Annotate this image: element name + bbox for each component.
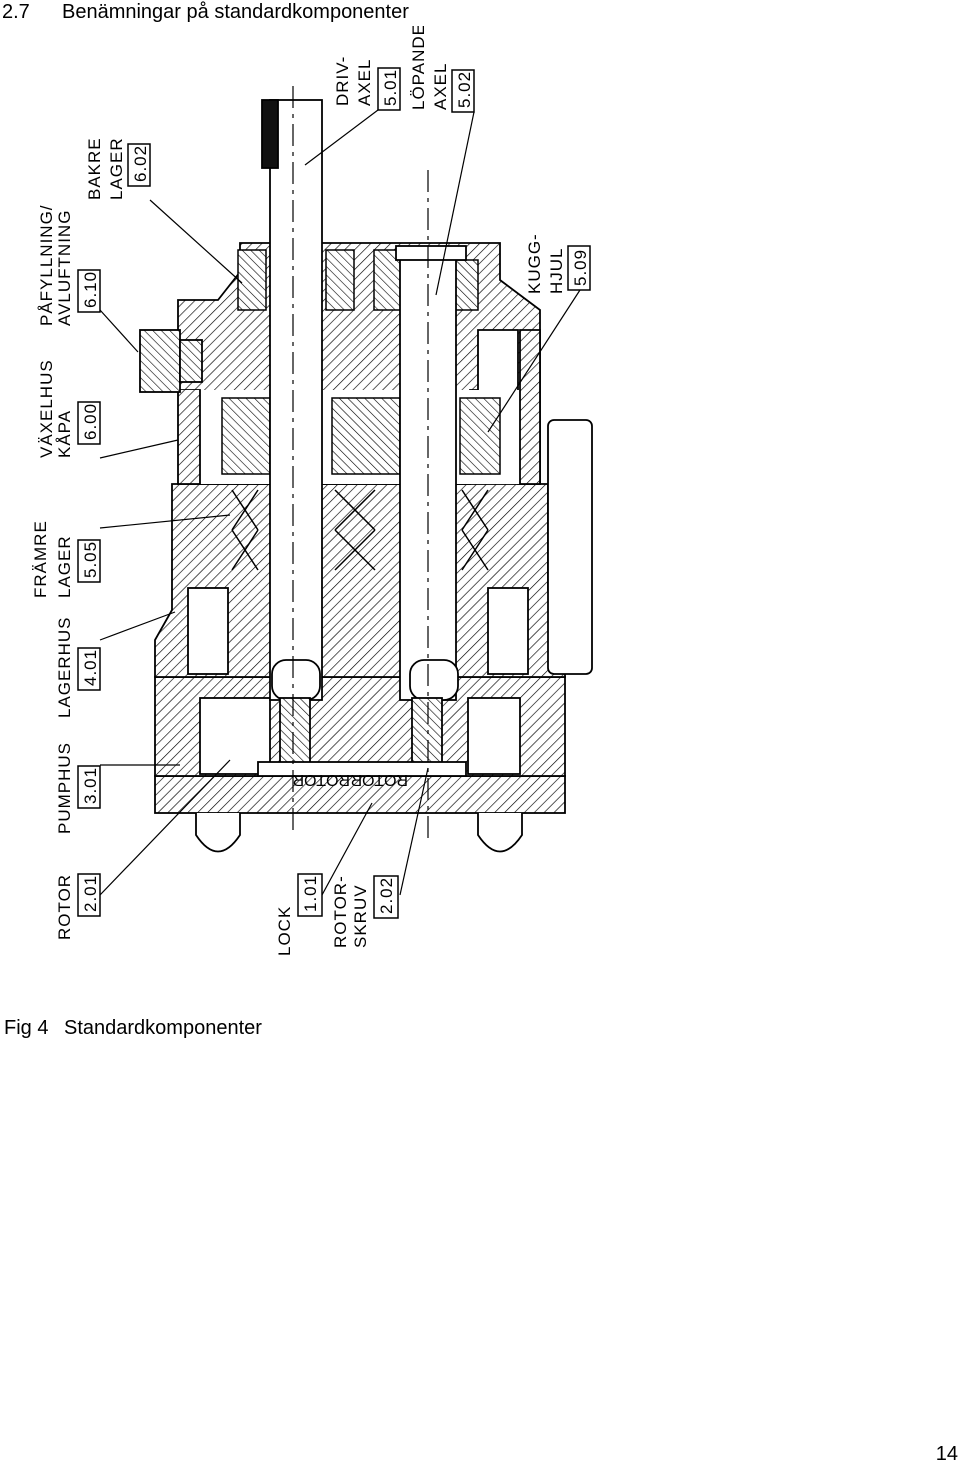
figure-number: Fig 4 xyxy=(4,1017,49,1039)
code-vaxelhus: 6.00 xyxy=(81,403,100,440)
rotor-engraving-right: ROTOR xyxy=(351,771,408,788)
label-kapa: KÅPA xyxy=(55,410,74,458)
code-kugghjul: 5.09 xyxy=(571,249,590,286)
label-rotor: ROTOR xyxy=(55,874,74,940)
figure-caption-text: Standardkomponenter xyxy=(64,1017,262,1039)
code-pafyllning: 6.10 xyxy=(81,271,100,308)
code-lopande-axel: 5.02 xyxy=(455,71,474,108)
code-lock: 1.01 xyxy=(301,875,320,912)
label-pumphus: PUMPHUS xyxy=(55,742,74,834)
label-lock: LOCK xyxy=(275,906,294,956)
section-title: Benämningar på standardkomponenter xyxy=(62,1,409,23)
label-rotor-dash: ROTOR- xyxy=(331,875,350,948)
label-skruv: SKRUV xyxy=(351,884,370,948)
code-pumphus: 3.01 xyxy=(81,767,100,804)
label-avluftning: AVLUFTNING xyxy=(55,210,74,326)
drive-shaft xyxy=(269,99,323,701)
label-driv: DRIV- xyxy=(333,56,352,106)
label-bakre: BAKRE xyxy=(85,137,104,200)
label-vaxelhus: VÄXELHUS xyxy=(37,359,56,458)
label-framre-lager: LAGER xyxy=(55,535,74,598)
rotor-screw-left xyxy=(279,697,311,765)
pump-cross-section-figure: ROTOR ROTOR ROTOR 2.01 PUMPHUS 3.01 LA xyxy=(0,23,600,972)
code-lagerhus: 4.01 xyxy=(81,649,100,686)
label-hjul: HJUL xyxy=(547,247,566,294)
code-bakre-lager: 6.02 xyxy=(131,145,150,182)
label-framre: FRÄMRE xyxy=(31,520,50,598)
section-heading: 2.7 Benämningar på standardkomponenter xyxy=(2,0,409,24)
label-drivaxel: AXEL xyxy=(355,59,374,106)
code-rotor: 2.01 xyxy=(81,875,100,912)
lock-cover xyxy=(154,775,566,814)
label-lopande: LÖPANDE xyxy=(409,26,428,110)
label-kugg: KUGG- xyxy=(525,233,544,294)
code-framre-lager: 5.05 xyxy=(81,541,100,578)
side-guard xyxy=(547,419,593,675)
rotor-engraving-left: ROTOR xyxy=(293,771,350,788)
rotor-screw-right xyxy=(411,697,443,765)
section-number: 2.7 xyxy=(2,1,30,23)
label-lagerhus: LAGERHUS xyxy=(55,616,74,718)
page-number: 14 xyxy=(935,1443,958,1465)
label-pafyllning: PÅFYLLNING/ xyxy=(37,204,56,326)
cross-section-drawing: ROTOR ROTOR ROTOR 2.01 PUMPHUS 3.01 LA xyxy=(31,23,593,956)
code-rotorskruv: 2.02 xyxy=(377,877,396,914)
label-bakre-lager: LAGER xyxy=(107,137,126,200)
label-lopande-axel: AXEL xyxy=(431,63,450,110)
code-drivaxel: 5.01 xyxy=(381,69,400,106)
leader-lines xyxy=(99,109,581,896)
fill-vent-plug xyxy=(139,329,181,393)
figure-caption: Fig 4 Standardkomponenter xyxy=(4,1016,262,1040)
